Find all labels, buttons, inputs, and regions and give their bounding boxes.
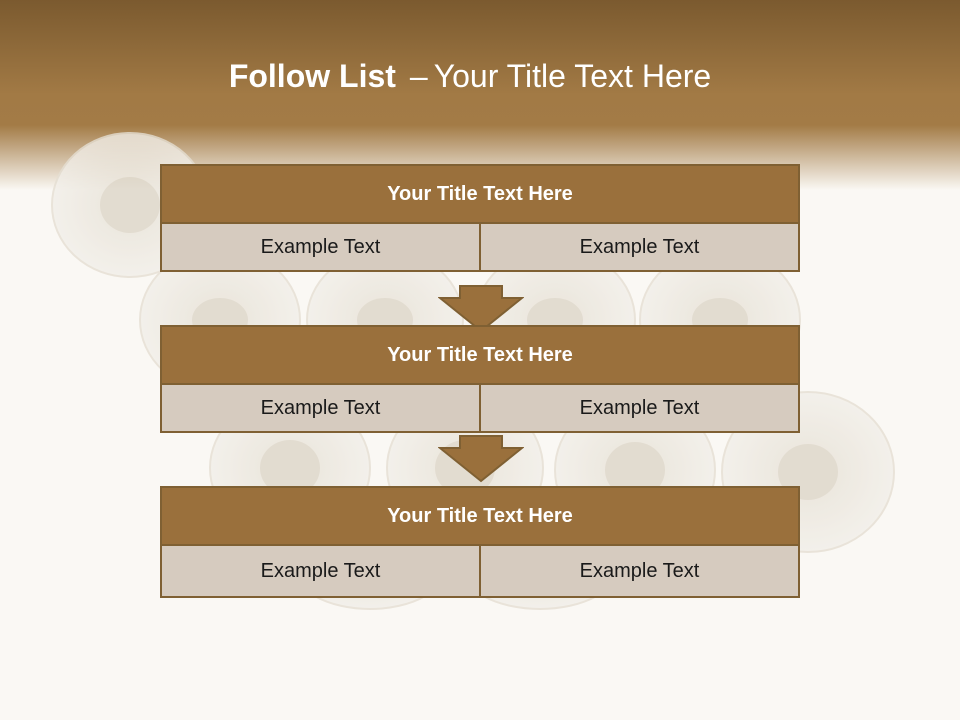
block-cell-right: Example Text <box>479 546 798 596</box>
title-bold: Follow List <box>228 58 396 94</box>
list-block-1: Your Title Text Here Example Text Exampl… <box>160 164 800 272</box>
block-title: Your Title Text Here <box>162 166 798 224</box>
title-rest: Your Title Text Here <box>433 58 712 94</box>
block-cell-right: Example Text <box>479 385 798 431</box>
list-block-3: Your Title Text Here Example Text Exampl… <box>160 486 800 598</box>
down-arrow-icon <box>438 435 524 483</box>
list-block-2: Your Title Text Here Example Text Exampl… <box>160 325 800 433</box>
down-arrow-icon <box>438 285 524 333</box>
slide-title: Follow List–Your Title Text Here <box>0 52 940 100</box>
block-cell-left: Example Text <box>162 224 479 270</box>
block-cell-left: Example Text <box>162 385 479 431</box>
block-title: Your Title Text Here <box>162 488 798 546</box>
block-row: Example Text Example Text <box>162 385 798 431</box>
block-cell-left: Example Text <box>162 546 479 596</box>
title-dash: – <box>409 58 428 94</box>
block-row: Example Text Example Text <box>162 546 798 596</box>
block-cell-right: Example Text <box>479 224 798 270</box>
block-title: Your Title Text Here <box>162 327 798 385</box>
block-row: Example Text Example Text <box>162 224 798 270</box>
